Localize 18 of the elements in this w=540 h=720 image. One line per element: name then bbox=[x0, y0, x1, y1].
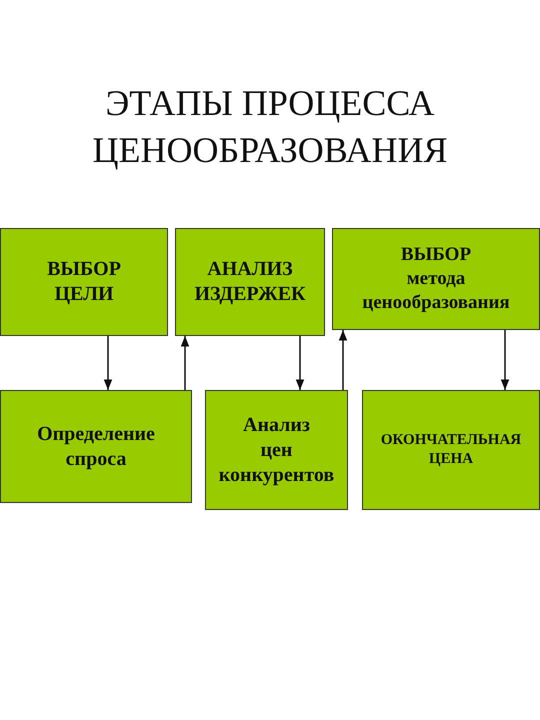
process-box bbox=[175, 228, 325, 336]
arrow bbox=[104, 336, 112, 390]
box-label: ОКОНЧАТЕЛЬНАЯ ЦЕНА bbox=[380, 431, 522, 469]
arrow bbox=[180, 336, 190, 390]
process-box bbox=[332, 228, 540, 330]
box-label: Определение спроса bbox=[36, 422, 156, 472]
title: ЭТАПЫ ПРОЦЕССА ЦЕНООБРАЗОВАНИЯ bbox=[92, 82, 448, 172]
process-box bbox=[0, 390, 192, 503]
arrow bbox=[338, 330, 348, 390]
process-box bbox=[0, 228, 168, 336]
box-label: Анализ цен конкурентов bbox=[218, 412, 336, 488]
box-label: АНАЛИЗ ИЗДЕРЖЕК bbox=[193, 257, 307, 307]
box-label: ВЫБОР метода ценообразования bbox=[361, 243, 511, 315]
arrow bbox=[296, 336, 304, 390]
box-label: ВЫБОР ЦЕЛИ bbox=[46, 257, 122, 307]
arrow bbox=[500, 330, 510, 390]
process-box bbox=[362, 390, 540, 510]
process-box bbox=[205, 390, 348, 510]
